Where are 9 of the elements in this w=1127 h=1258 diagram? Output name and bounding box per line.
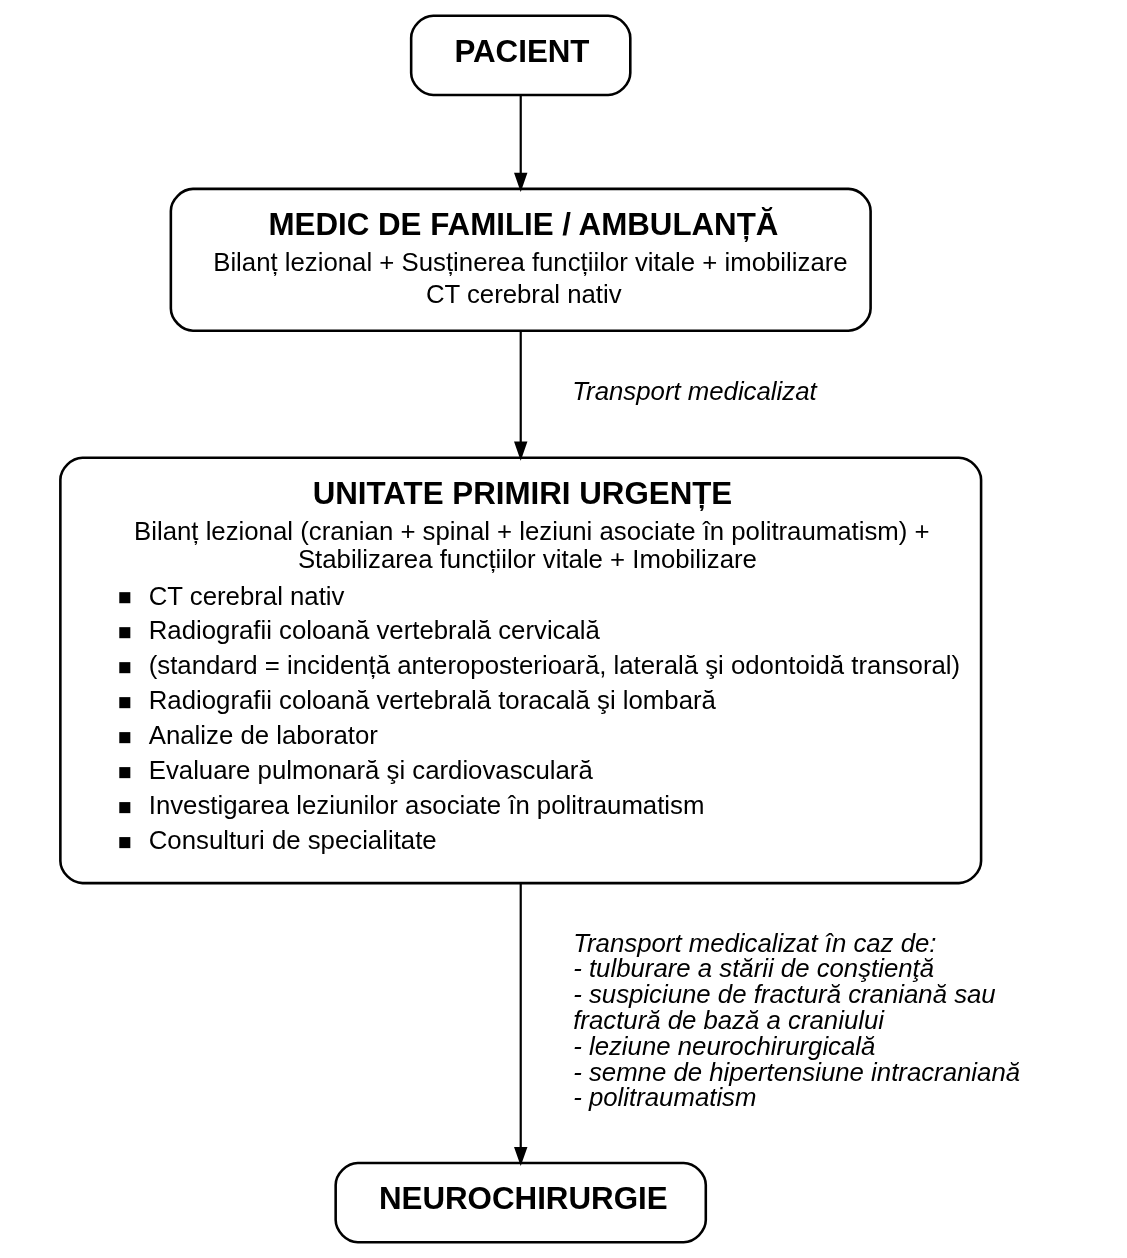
node-box: NEUROCHIRURGIE xyxy=(333,1161,707,1244)
edge-label: Transport medicalizat în caz de: - tulburare a stării de conştienţă - suspiciune de fractură craniană sau fractură de bază a craniului - leziune neurochirurgicală - semne de hipertensiune intracraniană - politraumatism xyxy=(572,928,1020,1112)
edge-label: Transport medicalizat xyxy=(571,377,817,406)
node-box: UNITATE PRIMIRI URGENȚE Bilanț lezional (cranian + spinal + leziuni asociate în politraumatism) + Stabilizarea funcțiilor vitale + Imobilizare CT cerebral nativ Radiografii coloană vertebrală cervicală (standard = incidență anteroposterioară, laterală şi odontoidă transoral) Radiografii coloană vertebrală toracală şi lombară Analize de laborator Evaluare pulmonară şi cardiovasculară Investigarea leziunilor asociate în politraumatism Consulturi de specialitate xyxy=(58,456,982,885)
node-box: PACIENT xyxy=(409,14,632,97)
arrow xyxy=(513,331,527,461)
arrow xyxy=(513,883,527,1167)
arrow xyxy=(513,95,527,192)
node-box: MEDIC DE FAMILIE / AMBULANȚĂ Bilanț lezional + Susținerea funcțiilor vitale + imobilizare CT cerebral nativ xyxy=(169,187,872,332)
